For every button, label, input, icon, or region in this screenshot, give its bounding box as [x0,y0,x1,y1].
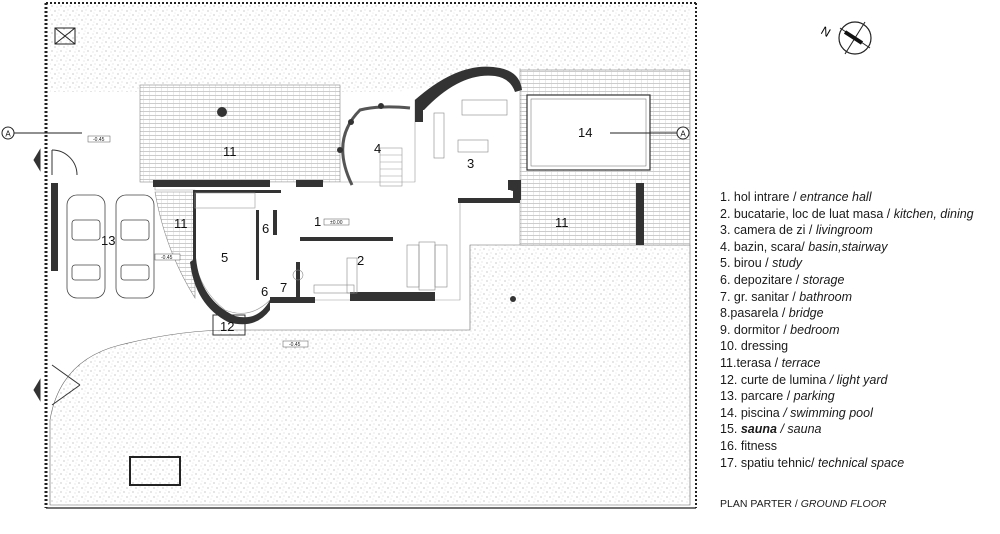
light-yard [212,314,246,336]
legend-item: 14. piscina / swimming pool [720,405,974,422]
room-label: 3 [467,156,474,171]
legend-item: 13. parcare / parking [720,388,974,405]
room-label: 11 [555,215,569,230]
plan-title-en: GROUND FLOOR [800,498,887,510]
terrace-side [154,191,196,300]
plan-title: PLAN PARTER / GROUND FLOOR [720,498,886,510]
section-marker-left: A [1,126,82,140]
legend-item-ro: 10. dressing [720,339,789,354]
legend-item: 15. sauna / sauna [720,421,974,438]
site-boundary [44,2,697,509]
legend-item: 5. birou / study [720,255,974,272]
terrace-north [139,84,341,183]
level-tag: ±0.00 [330,220,343,226]
columns [217,103,518,302]
level-tag: -0.45 [161,255,173,261]
legend-item: 17. spatiu tehnic/ technical space [720,455,974,472]
legend-item-ro: 8.pasarela / [720,306,789,321]
legend-item-en: / light yard [826,372,888,387]
room-label: 6 [262,221,269,236]
legend-item-en: entrance hall [799,190,872,204]
legend-item-ro: 4. bazin, scara/ [720,239,809,254]
legend-item-en: livingroom [815,223,873,238]
legend-item-en: kitchen, dining [893,206,974,221]
legend-item-en: study [772,256,803,271]
room-label: 13 [101,233,115,248]
legend-item: 4. bazin, scara/ basin,stairway [720,239,974,256]
legend-item: 8.pasarela / bridge [720,305,974,322]
room-label: 1 [314,214,321,229]
legend-item-en: bedroom [790,322,840,337]
legend-item-en: parking [793,389,835,404]
parked-cars [66,194,155,299]
garden-feature [129,456,181,486]
legend-item: 10. dressing [720,338,974,355]
room-label: 2 [357,253,364,268]
legend-item-en: bridge [788,306,824,321]
legend-item-ro: 9. dormitor / [720,322,791,337]
legend-item-ro: 5. birou / [720,256,773,271]
legend-item: 3. camera de zi / livingroom [720,222,974,239]
level-tag: -0.45 [289,342,301,348]
legend-item-ro: 16. fitness [720,438,777,453]
legend-item-en: technical space [817,455,905,470]
bridge-curve [341,105,411,186]
room-label: 7 [280,280,287,295]
plan-title-ro: PLAN PARTER / [720,498,801,510]
gates [33,148,81,406]
room-label: 12 [220,319,234,334]
section-label: A [5,130,11,139]
legend-item: 16. fitness [720,438,974,455]
legend-item-en: storage [802,272,845,287]
legend-item-ro: 17. spatiu tehnic/ [720,455,818,470]
north-arrow-icon: N [819,21,872,55]
legend-item-en: basin,stairway [808,239,888,254]
legend-item-ro: 1. hol intrare / [720,190,800,204]
legend-item-en: terrace [781,355,821,370]
room-label: 5 [221,250,228,265]
room-label: 11 [223,144,237,159]
room-label: 14 [578,125,592,140]
north-label: N [819,23,834,39]
legend-item-ro: 15. [720,422,741,437]
legend-item-ro: 12. curte de lumina [720,372,827,387]
legend-item-ro: 6. depozitare / [720,272,803,287]
legend-item-ro: 2. bucatarie, loc de luat masa / [720,206,894,221]
legend-item: 2. bucatarie, loc de luat masa / kitchen… [720,206,974,223]
legend-item: 1. hol intrare / entrance hall [720,189,974,206]
room-label: 4 [374,141,381,156]
legend-item-ro: 3. camera de zi / [720,223,816,238]
section-label: A [680,130,686,139]
legend-item-ro: 13. parcare / [720,389,794,404]
level-tag: -0.45 [93,137,105,143]
level-tags [87,135,350,348]
legend-item-en: / swimming pool [779,405,873,420]
legend-item: 11.terasa / terrace [720,355,974,372]
stairway [194,147,403,209]
legend-item-ro: 7. gr. sanitar / [720,289,800,304]
legend-item: 7. gr. sanitar / bathroom [720,289,974,306]
furniture [292,99,508,294]
room-label: 11 [174,216,188,231]
section-marker-right: A [610,126,690,140]
legend-item-en: / sauna [777,422,822,437]
legend-item: 9. dormitor / bedroom [720,322,974,339]
legend-item-ro: 11.terasa / [720,355,782,370]
legend-item: 6. depozitare / storage [720,272,974,289]
walls [51,66,644,325]
garden-areas [49,5,691,506]
room-label: 6 [261,284,268,299]
legend-item-en: bathroom [799,289,853,304]
utility-box-icon [54,27,76,45]
legend-item-bold: sauna [740,422,777,437]
legend-item-ro: 14. piscina [720,405,780,420]
legend-item: 12. curte de lumina / light yard [720,372,974,389]
